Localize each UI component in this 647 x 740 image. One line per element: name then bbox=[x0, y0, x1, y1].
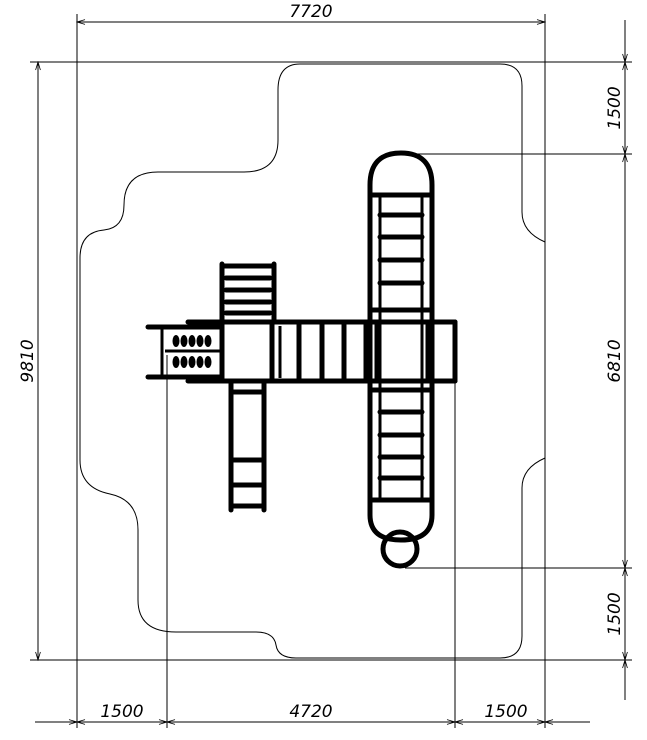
upper-ladder bbox=[219, 261, 277, 325]
safety-zone-outline bbox=[79, 63, 546, 659]
dim-equipment-height: 6810 bbox=[605, 339, 625, 382]
platform-bridge bbox=[185, 319, 458, 384]
dim-bottom-right-clearance: 1500 bbox=[484, 702, 527, 722]
tube-slide bbox=[367, 150, 435, 569]
dim-right-top-clearance: 1500 bbox=[605, 86, 625, 129]
dim-overall-width: 7720 bbox=[289, 2, 332, 22]
dim-overall-height: 9810 bbox=[18, 339, 38, 382]
lower-slide bbox=[228, 378, 267, 513]
extension-lines bbox=[30, 14, 632, 728]
dim-right-bottom-clearance: 1500 bbox=[605, 592, 625, 635]
dim-equipment-width: 4720 bbox=[289, 702, 332, 722]
climbing-panel bbox=[145, 324, 225, 380]
dimension-lines bbox=[35, 20, 625, 722]
dim-bottom-left-clearance: 1500 bbox=[100, 702, 143, 722]
slide-exit-ring bbox=[380, 529, 420, 569]
